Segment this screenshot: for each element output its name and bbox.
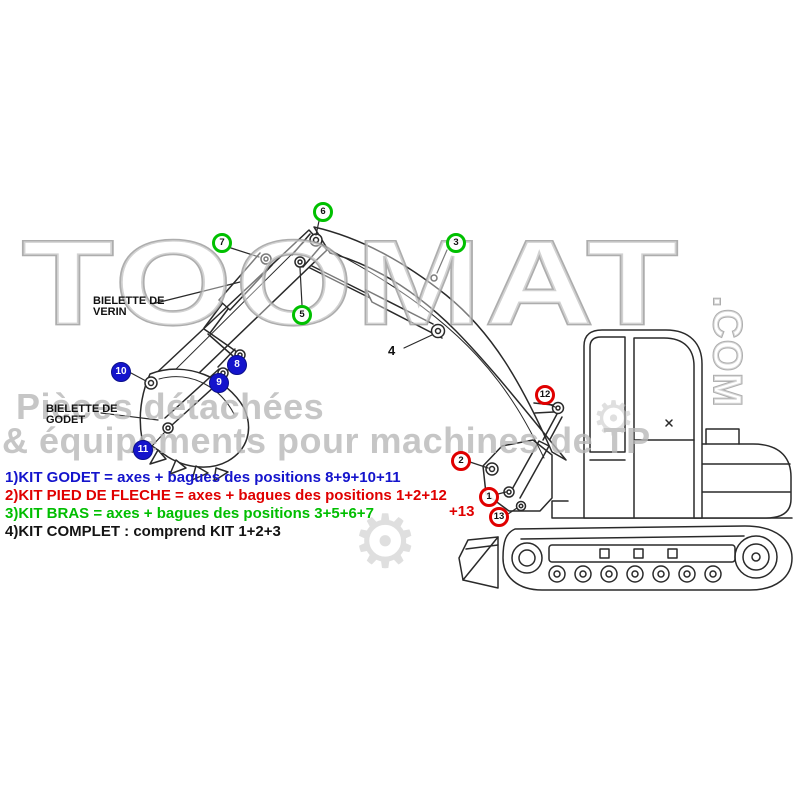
marker-number: 11: [137, 444, 149, 455]
position-marker-6: 6: [313, 202, 333, 222]
pivot-pins: [144, 233, 565, 512]
position-marker-13: 13: [489, 507, 509, 527]
arm-cylinder: [301, 260, 443, 339]
boom: [313, 226, 567, 461]
legend-item-kit-complet: 4)KIT COMPLET : comprend KIT 1+2+3: [5, 523, 281, 540]
elbow-link: [291, 233, 322, 268]
dozer-blade: [458, 536, 499, 589]
position-marker-1: 1: [479, 487, 499, 507]
leader-lines: [100, 220, 556, 515]
position-marker-2: 2: [451, 451, 471, 471]
marker-number: 8: [234, 359, 240, 370]
label-bielette-de-godet: BIELETTE DE GODET: [46, 404, 118, 426]
marker-number: 1: [486, 491, 492, 503]
position-marker-9: 9: [209, 373, 229, 393]
legend-item-kit-pied-de-fleche: 2)KIT PIED DE FLECHE = axes + bagues des…: [5, 487, 447, 504]
marker-number: 9: [216, 377, 222, 388]
tracks: [502, 525, 793, 591]
label-line: VERIN: [93, 306, 127, 318]
label-bielette-de-verin: BIELETTE DE VERIN: [93, 296, 165, 318]
position-marker-5: 5: [292, 305, 312, 325]
cab: [583, 329, 703, 519]
marker-number: 12: [539, 389, 551, 401]
label-line: GODET: [46, 414, 86, 426]
watermark-brand: TOOMAT: [22, 215, 682, 349]
marker-number: 10: [115, 366, 127, 377]
legend-item-kit-bras: 3)KIT BRAS = axes + bagues des positions…: [5, 505, 374, 522]
position-label-4: 4: [388, 343, 396, 358]
label-line: BIELETTE DE: [46, 403, 118, 415]
watermark-brand-suffix: .COM: [705, 296, 749, 408]
engine-hood: [693, 428, 792, 519]
position-marker-3: 3: [446, 233, 466, 253]
bucket-cylinder: [203, 252, 273, 334]
position-marker-12: 12: [535, 385, 555, 405]
position-marker-11: 11: [133, 440, 153, 460]
label-line: BIELETTE DE: [93, 295, 165, 307]
marker-number: 13: [493, 511, 505, 523]
position-marker-8: 8: [227, 355, 247, 375]
marker-number: 6: [320, 206, 326, 218]
legend-item-kit-godet: 1)KIT GODET = axes + bagues des position…: [5, 469, 401, 486]
position-marker-7: 7: [212, 233, 232, 253]
marker-number: 3: [453, 237, 459, 249]
legend-plus13-annotation: +13: [449, 503, 475, 520]
marker-number: 2: [458, 455, 464, 467]
marker-number: 5: [299, 309, 305, 321]
position-marker-10: 10: [111, 362, 131, 382]
marker-number: 7: [219, 237, 225, 249]
legend: 1)KIT GODET = axes + bagues des position…: [5, 469, 447, 541]
